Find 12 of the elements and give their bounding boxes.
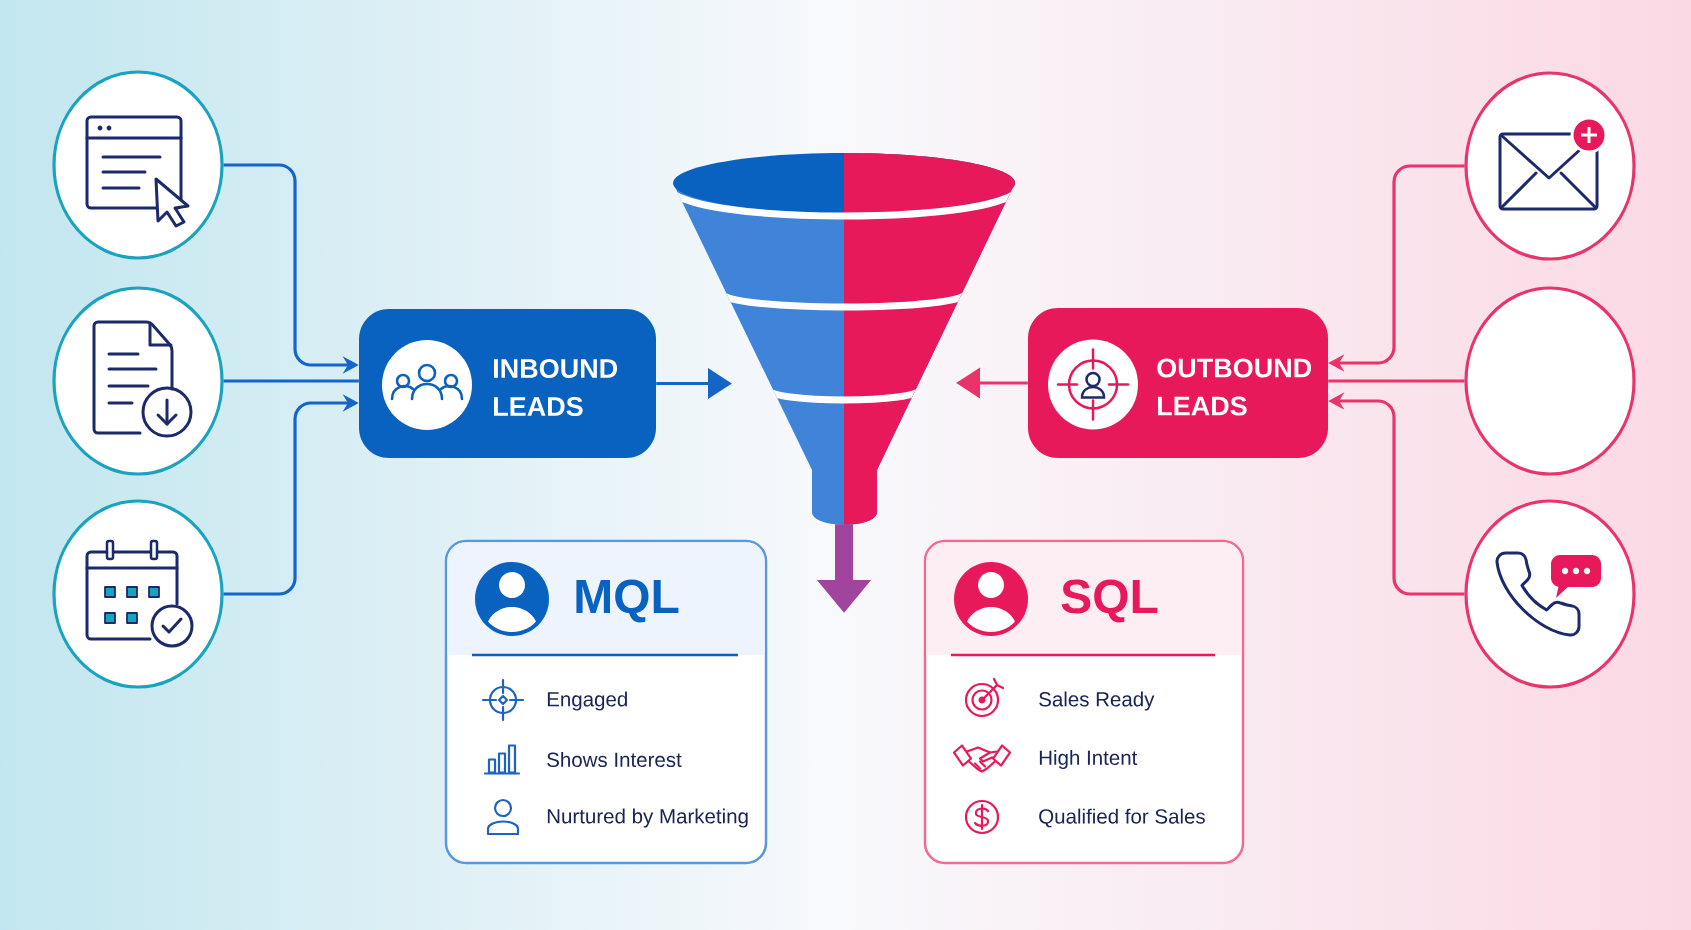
list-item: Shows Interest bbox=[547, 752, 682, 768]
funnel bbox=[673, 153, 1015, 525]
list-item: Engaged bbox=[547, 691, 627, 711]
list-item: Qualified for Sales bbox=[1039, 808, 1205, 828]
card-title: MQL bbox=[576, 579, 679, 623]
list-item: Sales Ready bbox=[1039, 691, 1155, 711]
connector-line bbox=[1328, 379, 1465, 383]
list-item: High Intent bbox=[1039, 749, 1138, 770]
circle bbox=[1464, 286, 1636, 476]
card-title: SQL bbox=[1061, 579, 1158, 623]
list-item: Nurtured by Marketing bbox=[547, 808, 748, 828]
connector-line bbox=[223, 379, 359, 383]
